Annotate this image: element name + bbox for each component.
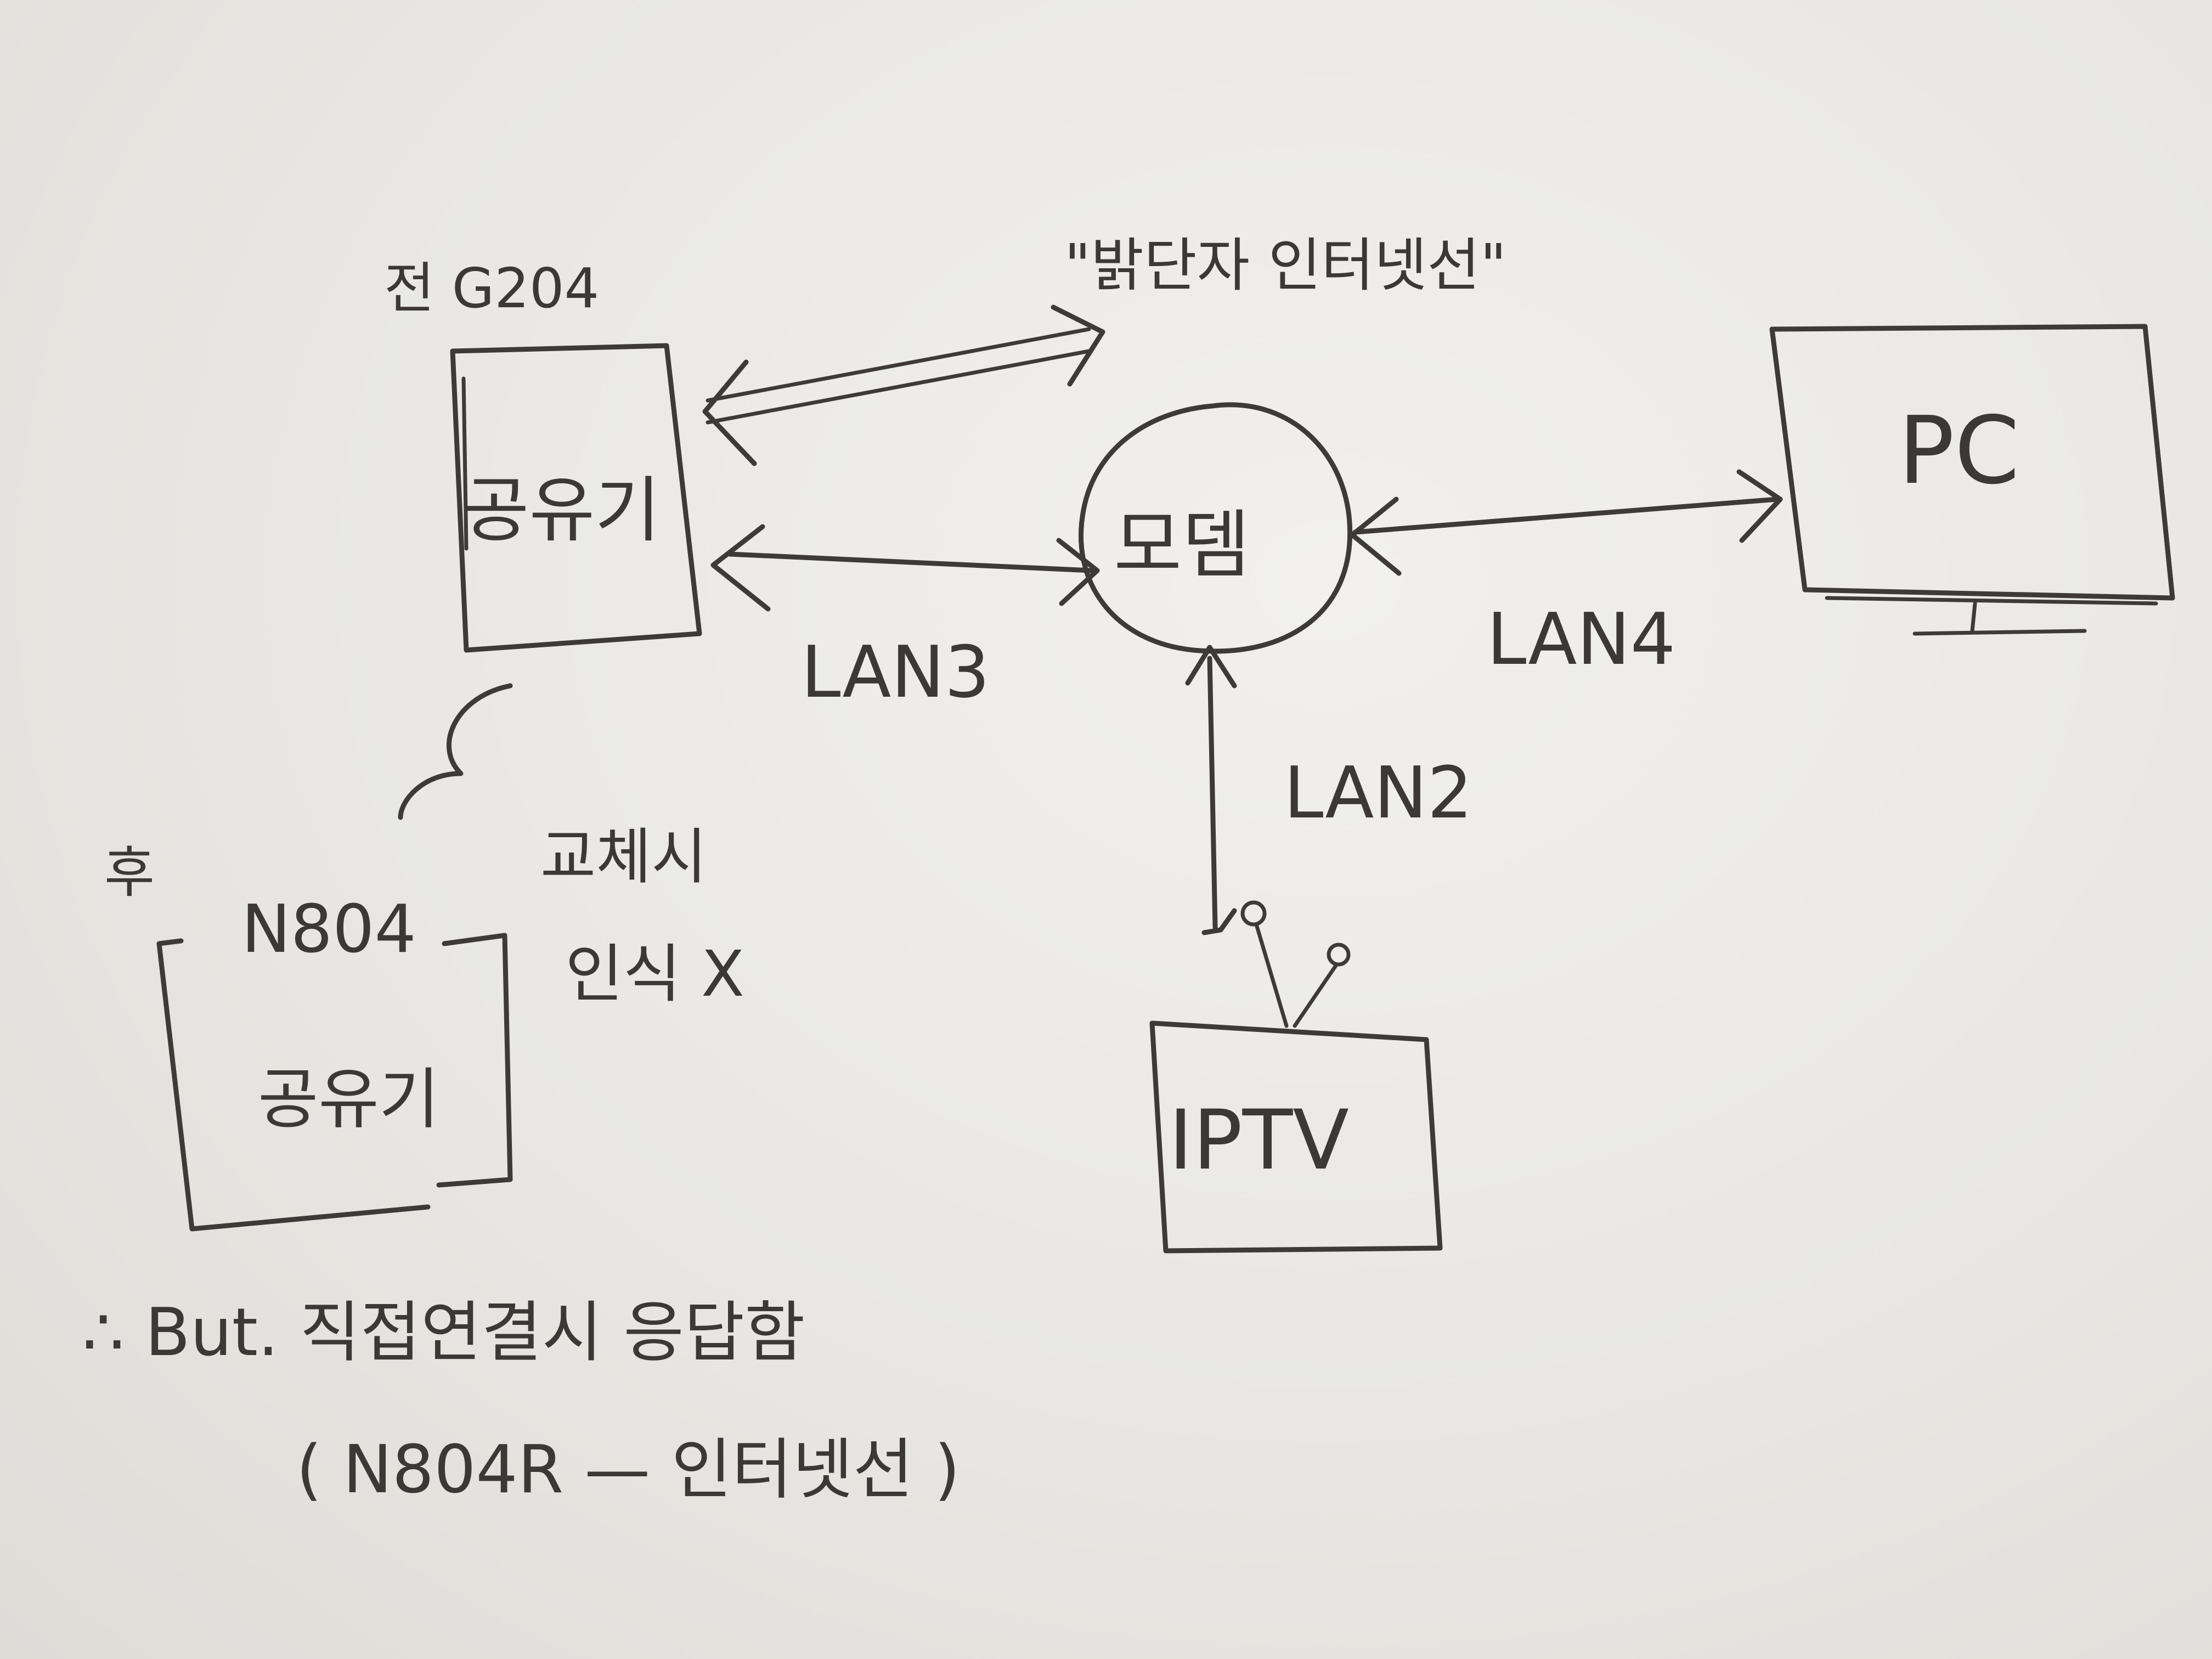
modem-label: 모뎀 xyxy=(1114,502,1250,588)
iptv-antenna-knob-right xyxy=(1327,943,1351,967)
pc-monitor-bezel xyxy=(1825,596,2158,606)
iptv-antenna-left xyxy=(1254,922,1289,1028)
internet-arrow-line-top xyxy=(706,327,1091,403)
pc-monitor-stand xyxy=(1912,629,2087,636)
old-router-box-inner-edge xyxy=(461,376,469,551)
replace-note-line2: 인식 X xyxy=(565,938,744,1011)
internet-arrow-head-left xyxy=(702,359,757,466)
lan2-label: LAN2 xyxy=(1284,751,1472,834)
new-router-box-left xyxy=(156,938,431,1232)
lan2-arrow-head-top xyxy=(1185,645,1237,689)
iptv-antenna-right xyxy=(1293,963,1338,1028)
internet-arrow-head-right xyxy=(1051,304,1105,387)
lan4-label: LAN4 xyxy=(1487,597,1675,681)
old-router-box xyxy=(450,343,702,653)
lan3-label: LAN3 xyxy=(801,630,990,714)
lan2-arrow-head-bottom xyxy=(1201,908,1237,935)
iptv-label: IPTV xyxy=(1169,1093,1349,1188)
new-router-label: 공유기 xyxy=(258,1062,439,1138)
iptv-antenna-knob-left xyxy=(1240,900,1267,927)
replace-curve-arrow xyxy=(398,683,513,820)
modem-circle xyxy=(1079,402,1353,654)
old-router-caption: 전 G204 xyxy=(384,256,599,320)
internet-line-label: "밝단자 인터넷선" xyxy=(1064,232,1506,299)
iptv-box xyxy=(1149,1020,1443,1254)
internet-arrow-line-bottom xyxy=(706,349,1091,425)
lan4-arrow-line xyxy=(1352,496,1780,535)
new-router-caption: 후 xyxy=(104,840,155,905)
replace-note-line1: 교체시 xyxy=(540,822,707,892)
but-note-paren: ( N804R — 인터넷선 ) xyxy=(296,1432,960,1508)
pc-monitor-neck xyxy=(1970,601,1977,633)
pc-monitor-box xyxy=(1769,324,2175,601)
lan3-arrow-head-left xyxy=(710,524,771,612)
lan2-arrow-line xyxy=(1207,656,1218,930)
pc-label: PC xyxy=(1898,397,2019,505)
new-router-box-right xyxy=(436,933,513,1188)
lan3-arrow-line xyxy=(727,551,1094,573)
lan4-arrow-head-left xyxy=(1350,496,1402,576)
new-router-model: N804 xyxy=(241,891,416,968)
lan4-arrow-head-right xyxy=(1736,469,1783,543)
but-note-line: ∴ But. 직접연결시 응답함 xyxy=(82,1295,805,1371)
lan3-arrow-head-right xyxy=(1056,538,1100,606)
old-router-label: 공유기 xyxy=(464,469,661,552)
